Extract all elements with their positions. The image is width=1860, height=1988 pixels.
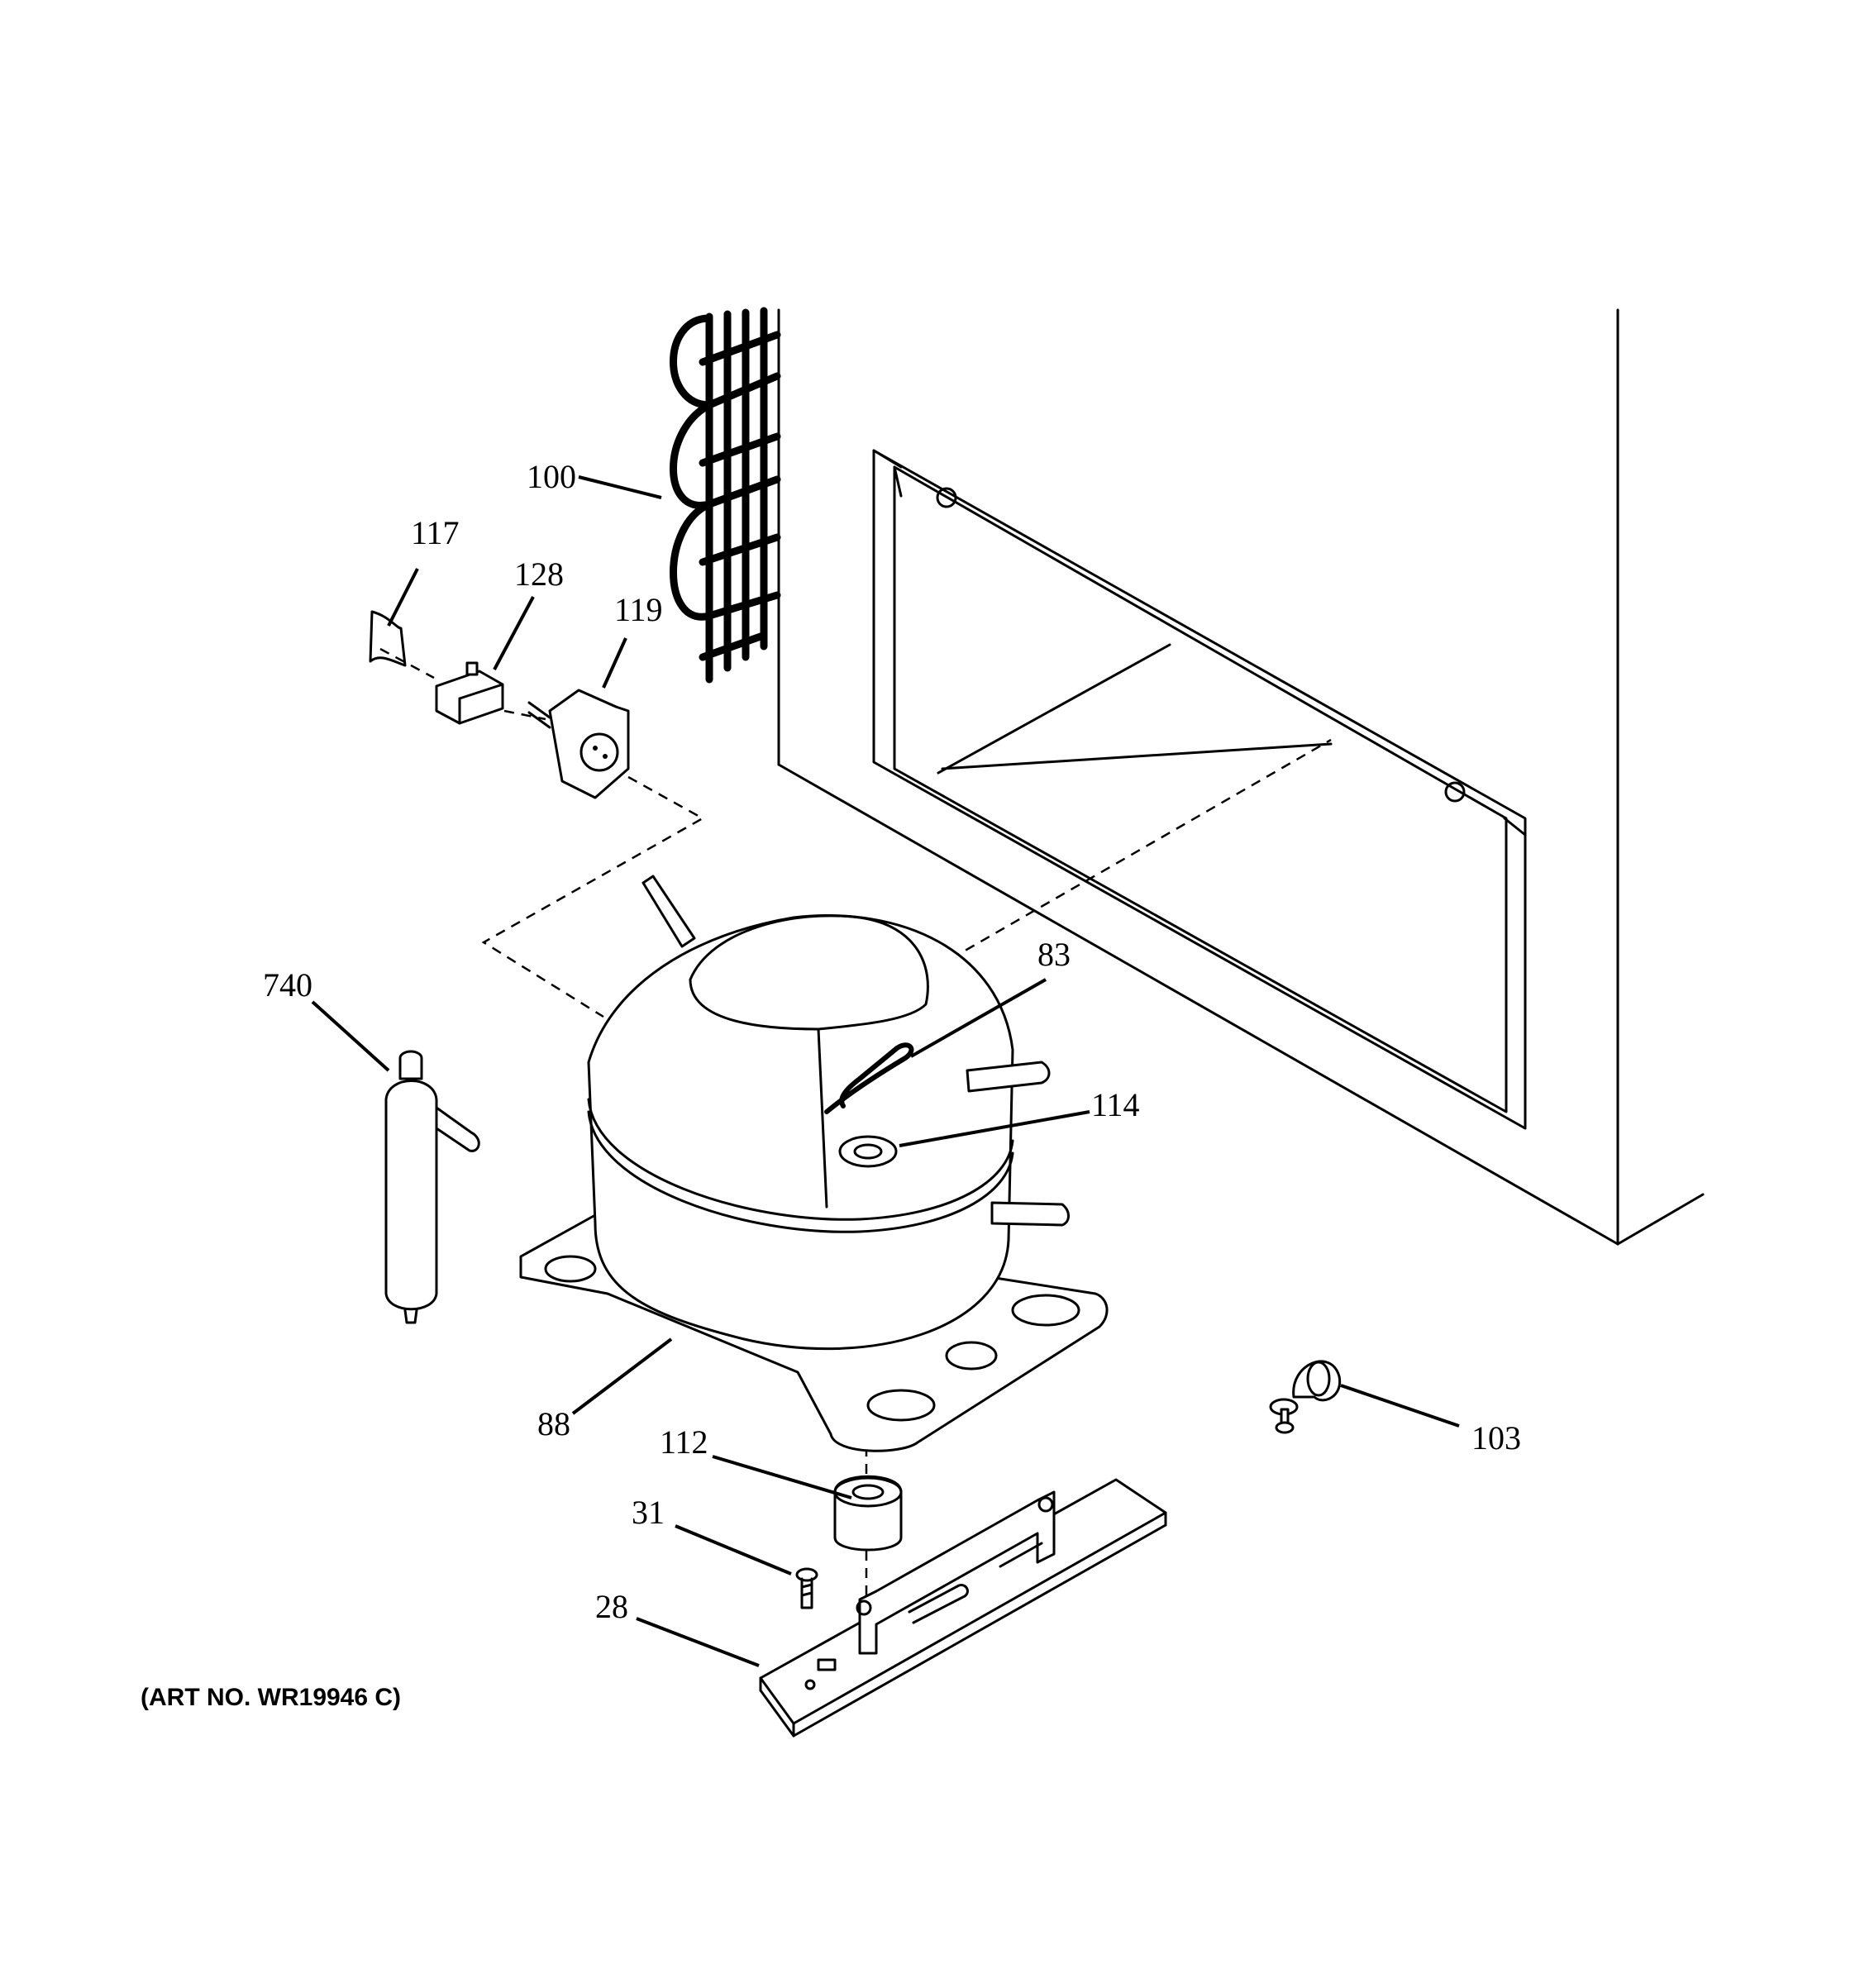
callout-31: 31 — [632, 1494, 665, 1531]
mounting-bracket-part — [759, 1478, 1167, 1738]
callout-740: 740 — [263, 966, 312, 1004]
compressor-part — [519, 875, 1109, 1452]
callout-100: 100 — [527, 458, 576, 495]
callout-88: 88 — [537, 1405, 570, 1442]
clip-part — [369, 610, 407, 667]
wire-clip-part — [824, 1042, 914, 1114]
screw-part — [795, 1567, 818, 1609]
condenser-coil — [670, 307, 781, 684]
callout-128: 128 — [514, 555, 564, 593]
callout-117: 117 — [411, 514, 460, 551]
callout-114: 114 — [1091, 1086, 1140, 1123]
relay-part — [527, 689, 630, 799]
callout-leader-lines — [311, 475, 1460, 1667]
overload-part — [435, 661, 504, 725]
cabinet-back-panel — [777, 308, 1705, 1246]
grommet-part — [833, 1475, 903, 1552]
callout-83: 83 — [1037, 936, 1071, 973]
art-number-label: (ART NO. WR19946 C) — [141, 1684, 402, 1711]
clamp-part — [1269, 1360, 1342, 1434]
assembly-guide-lines — [379, 647, 1332, 1686]
callout-28: 28 — [595, 1588, 628, 1625]
drier-part — [384, 1050, 480, 1324]
callout-112: 112 — [660, 1423, 708, 1461]
callout-103: 103 — [1471, 1419, 1521, 1456]
callout-119: 119 — [614, 591, 663, 628]
